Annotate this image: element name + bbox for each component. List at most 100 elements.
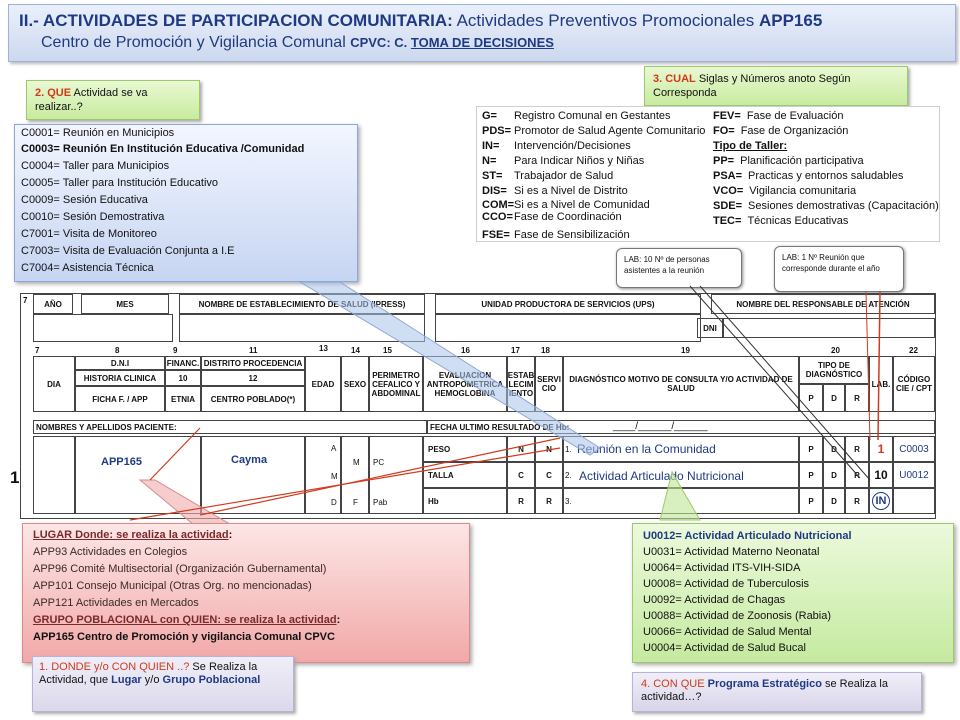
lab-value-1[interactable]: 1 xyxy=(869,436,893,462)
cell-ficha[interactable] xyxy=(75,436,201,514)
tipo-d-2[interactable]: D xyxy=(823,462,845,488)
header-ficha: FICHA F. / APP xyxy=(75,386,165,412)
legend-item: FEV=Fase de Evaluación xyxy=(713,110,844,122)
serv-r: R xyxy=(535,488,563,514)
note-donde: 1. DONDE y/o CON QUIEN ..? Se Realiza la… xyxy=(32,656,294,712)
legend-item: CCO=Fase de Coordinación xyxy=(482,211,622,223)
serv-n: N xyxy=(535,436,563,462)
activity-item: C0001= Reunión en Municipios xyxy=(21,127,175,139)
header-centro-poblado: CENTRO POBLADO(*) xyxy=(201,386,305,412)
col-num-16: 16 xyxy=(461,346,470,355)
row-number: 1 xyxy=(10,468,20,487)
header-r: R xyxy=(845,384,869,412)
code-value-1[interactable]: C0003 xyxy=(893,436,935,462)
lab-callout-meeting: LAB: 1 Nº Reunión que corresponde durant… xyxy=(774,246,904,292)
col-num-13: 13 xyxy=(319,344,328,353)
lugar-panel: LUGAR Donde: se realiza la actividad: AP… xyxy=(22,523,470,663)
program-item: U0066= Actividad de Salud Mental xyxy=(643,626,812,638)
note-cual: 3. CUAL Siglas y Números anoto Según Cor… xyxy=(644,66,908,106)
legend-item: DIS=Si es a Nivel de Distrito xyxy=(482,185,628,197)
tipo-r-2[interactable]: R xyxy=(845,462,869,488)
activity-item: C7004= Asistencia Técnica xyxy=(21,262,154,274)
header-distrito: DISTRITO PROCEDENCIA xyxy=(201,356,305,370)
header-anio: AÑO xyxy=(33,294,73,314)
tipo-d-3[interactable]: D xyxy=(823,488,845,514)
tipo-p-3[interactable]: P xyxy=(799,488,823,514)
serv-c: C xyxy=(535,462,563,488)
header-dia: DIA xyxy=(33,356,75,412)
activity-item: C0010= Sesión Demostrativa xyxy=(21,211,165,223)
eval-peso: PESO xyxy=(423,436,507,462)
activity-item: C7003= Visita de Evaluación Conjunta a I… xyxy=(21,245,235,257)
lugar-item: APP93 Actividades en Colegios xyxy=(33,546,188,558)
note-que-text: Actividad se va realizar..? xyxy=(35,87,148,113)
note-conque: 4. CON QUE Programa Estratégico se Reali… xyxy=(632,672,922,712)
legend-item: PP=Planificación participativa xyxy=(713,155,864,167)
title-center: Centro de Promoción y Vigilancia Comunal xyxy=(41,34,351,51)
header-establecimiento: NOMBRE DE ESTABLECIMIENTO DE SALUD (IPRE… xyxy=(179,294,425,314)
input-anio-mes[interactable] xyxy=(33,314,173,342)
col-num-9: 9 xyxy=(173,346,178,355)
sexo-f: F xyxy=(353,498,358,507)
header-p: P xyxy=(799,384,823,412)
input-dni-responsable[interactable] xyxy=(723,318,935,338)
centro-poblado-value: Cayma xyxy=(231,454,268,466)
header-dni: DNI xyxy=(697,318,723,338)
header-10: 10 xyxy=(165,370,201,386)
header-evaluacion: EVALUACION ANTROPOMETRICA HEMOGLOBINA xyxy=(423,356,507,412)
legend-col-1: G=Registro Comunal en Gestantes PDS=Prom… xyxy=(482,109,712,243)
legend-item: PDS=Promotor de Salud Agente Comunitario xyxy=(482,125,706,137)
activity-item: C0004= Taller para Municipios xyxy=(21,160,170,172)
code-value-2[interactable]: U0012 xyxy=(893,462,935,488)
lab-value-2[interactable]: 10 xyxy=(869,462,893,488)
activity-item: C0003= Reunión En Institución Educativa … xyxy=(21,143,305,155)
programs-panel: U0012= Actividad Articulado Nutricional … xyxy=(632,523,954,663)
edad-d: D xyxy=(331,498,337,507)
activity-item: C0005= Taller para Institución Educativo xyxy=(21,177,219,189)
diag-1-text: Reunión en la Comunidad xyxy=(577,442,716,456)
header-lab: LAB. xyxy=(869,356,893,412)
legend-item: N=Para Indicar Niños y Niñas xyxy=(482,155,645,167)
input-ups[interactable] xyxy=(435,314,701,342)
title-rest: Actividades Preventivos Promocionales xyxy=(452,11,759,30)
estab-c: C xyxy=(507,462,535,488)
input-establecimiento[interactable] xyxy=(179,314,425,342)
cell-centro-poblado[interactable] xyxy=(201,436,305,514)
code-value-3[interactable] xyxy=(893,488,935,514)
legend-item: ST=Trabajador de Salud xyxy=(482,170,614,182)
tipo-r-1[interactable]: R xyxy=(845,436,869,462)
activity-item: C7001= Visita de Monitoreo xyxy=(21,228,157,240)
legend-item: G=Registro Comunal en Gestantes xyxy=(482,110,671,122)
lab-value-3-cell[interactable]: IN xyxy=(869,488,893,514)
col-num-19: 19 xyxy=(681,346,690,355)
program-item: U0092= Actividad de Chagas xyxy=(643,594,786,606)
diag-row-3[interactable] xyxy=(563,488,799,514)
cell-dia[interactable] xyxy=(33,436,75,514)
tipo-r-3[interactable]: R xyxy=(845,488,869,514)
lugar-heading: LUGAR Donde: se realiza la actividad: xyxy=(33,529,233,541)
legend-item: COM=Si es a Nivel de Comunidad xyxy=(482,199,650,211)
header-edad: EDAD xyxy=(305,356,341,412)
col-num-22: 22 xyxy=(909,346,918,355)
col-num-7: 7 xyxy=(35,346,40,355)
header-perimetro: PERIMETRO CEFALICO Y ABDOMINAL xyxy=(369,356,423,412)
tipo-d-1[interactable]: D xyxy=(823,436,845,462)
lab-callout-persons: LAB: 10 Nº de personas asistentes a la r… xyxy=(616,248,742,288)
header-nombres: NOMBRES Y APELLIDOS PACIENTE: xyxy=(33,420,427,434)
legend-item: PSA=Practicas y entornos saludables xyxy=(713,170,904,182)
estab-r: R xyxy=(507,488,535,514)
lab-in-circle: IN xyxy=(872,492,890,510)
activity-item: C0009= Sesión Educativa xyxy=(21,194,148,206)
col-num-8: 8 xyxy=(115,346,120,355)
header-tipo-diag: TIPO DE DIAGNÓSTICO xyxy=(799,356,869,384)
tipo-p-1[interactable]: P xyxy=(799,436,823,462)
activities-panel: C0001= Reunión en Municipios C0003= Reun… xyxy=(14,124,358,282)
legend-heading: Tipo de Taller: xyxy=(713,140,788,152)
lugar-item: APP101 Consejo Municipal (Otras Org. no … xyxy=(33,580,312,592)
note-cual-label: 3. CUAL xyxy=(653,73,696,85)
col-num-18: 18 xyxy=(541,346,550,355)
tipo-p-2[interactable]: P xyxy=(799,462,823,488)
estab-n: N xyxy=(507,436,535,462)
legend-item: IN=Intervención/Decisiones xyxy=(482,140,631,152)
header-d: D xyxy=(823,384,845,412)
